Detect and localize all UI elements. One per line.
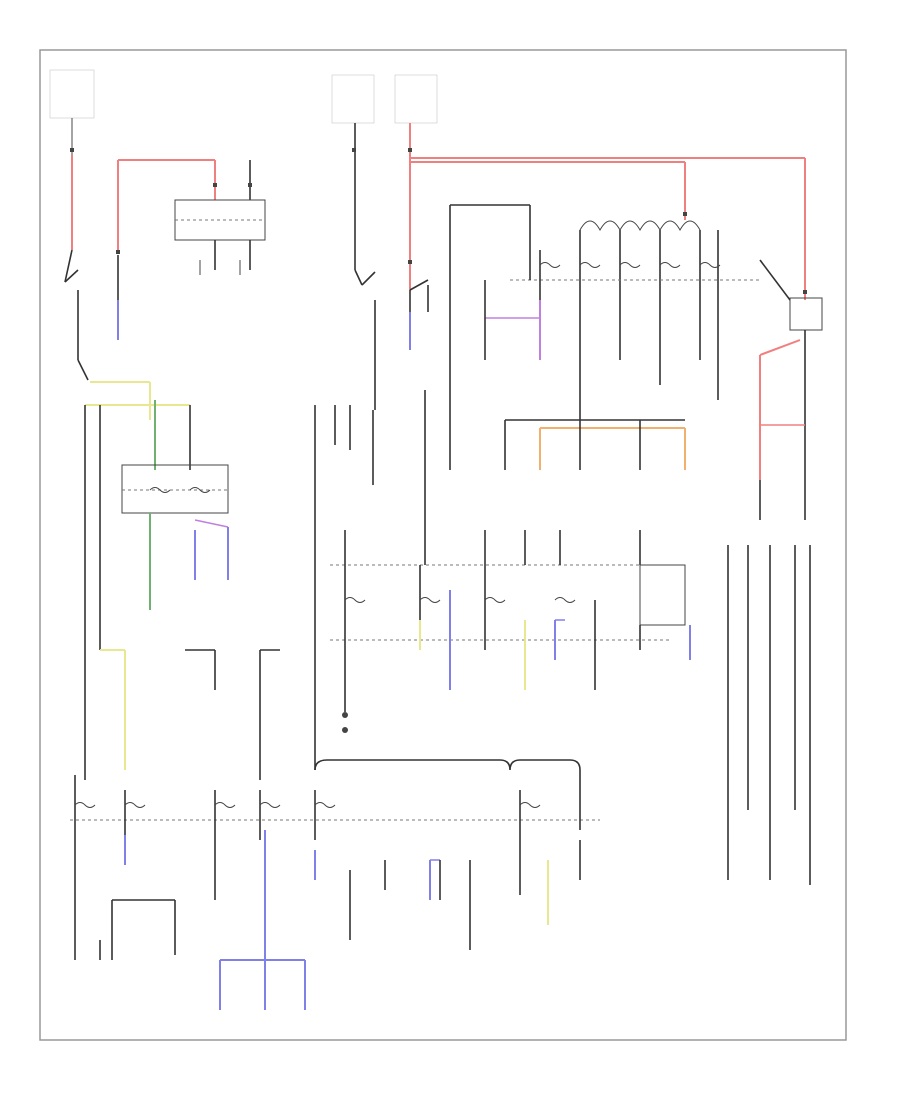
fuse-block-bottom: [70, 759, 600, 1010]
power-feed-left: [49, 69, 95, 381]
coil-group: [484, 220, 760, 420]
right-drops: [727, 480, 811, 885]
mid-drops: [185, 405, 374, 780]
diagram-frame: [39, 49, 847, 1041]
fuse-icon: [74, 262, 721, 808]
fuse-box-left: [84, 381, 229, 780]
power-feed-middle: [331, 74, 376, 410]
connector-icon: [70, 148, 807, 294]
switch-icon: [64, 269, 429, 291]
relay-right: [759, 259, 823, 480]
orange-bus: [504, 419, 686, 470]
fuse-block-middle: [330, 204, 691, 690]
power-feed-right: [394, 74, 806, 350]
relay-group-upper: [117, 159, 266, 340]
ground-icon: [342, 640, 348, 733]
bottom-left-tree: [74, 870, 176, 960]
